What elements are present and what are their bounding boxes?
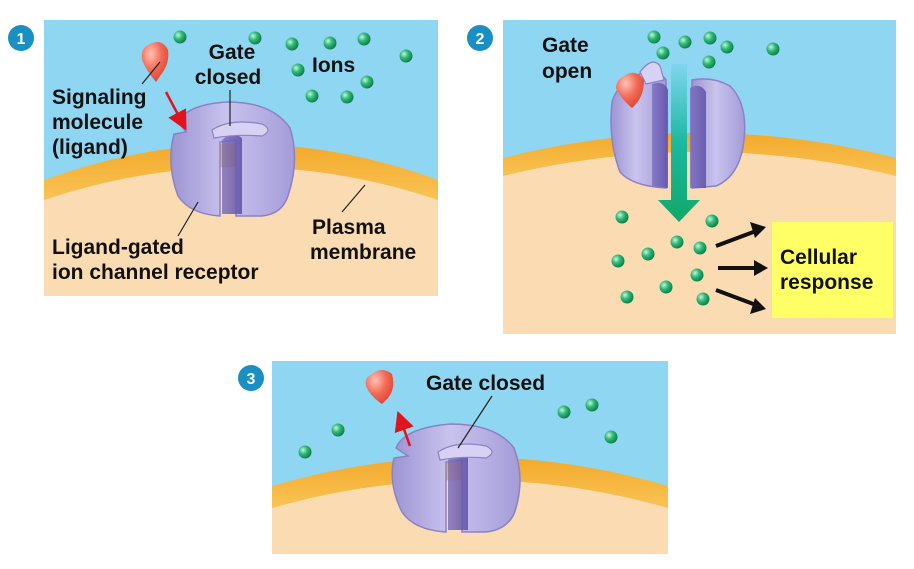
step-badge-1: 1 (8, 25, 34, 51)
cellular-response-box (772, 222, 893, 318)
cellular-response-label-2: response (780, 271, 873, 294)
response-arrows (715, 222, 768, 314)
receptor-open (610, 61, 746, 189)
ligand (141, 42, 169, 82)
step-badge-3: 3 (238, 365, 264, 391)
gate-closed-label: Gate closed (426, 372, 545, 395)
receptor-label-2: ion channel receptor (52, 261, 259, 284)
gate-closed (211, 121, 269, 139)
svg-text:1: 1 (17, 31, 26, 48)
panel-1: Gate closed Ions Signaling molecule (lig… (44, 20, 438, 296)
ligand-released (365, 370, 394, 404)
cytoplasm (44, 167, 438, 296)
ligand-label-1: Signaling (52, 86, 147, 109)
gate-open (639, 61, 665, 85)
ion-flow-arrow (658, 64, 700, 222)
membrane-label-1: Plasma (312, 216, 386, 239)
panel-2: Cellular response Gate open (503, 20, 896, 334)
gate-open-label-2: open (542, 60, 592, 83)
receptor-label-1: Ligand-gated (52, 236, 184, 259)
ions-outside (647, 30, 780, 69)
cellular-response-label-1: Cellular (780, 246, 857, 269)
ligand-label-3: (ligand) (52, 136, 128, 159)
svg-text:2: 2 (476, 31, 485, 48)
ions-label: Ions (312, 54, 355, 77)
gate-closed-label-1: Gate (209, 41, 256, 64)
gate-closed-label-2: closed (195, 66, 262, 89)
gate-open-label-1: Gate (542, 34, 589, 57)
panel-3: Gate closed (272, 361, 668, 554)
svg-text:3: 3 (247, 371, 256, 388)
release-arrow (394, 410, 414, 447)
membrane-label-2: membrane (310, 241, 416, 264)
ligand-label-2: molecule (52, 111, 143, 134)
receptor-closed (391, 423, 521, 533)
ions-inside (611, 210, 719, 306)
ligand-bound (616, 72, 644, 108)
ions (298, 398, 618, 459)
step-badge-2: 2 (467, 25, 493, 51)
binding-arrow (164, 91, 187, 131)
receptor-closed (170, 101, 296, 217)
ions (173, 30, 413, 104)
